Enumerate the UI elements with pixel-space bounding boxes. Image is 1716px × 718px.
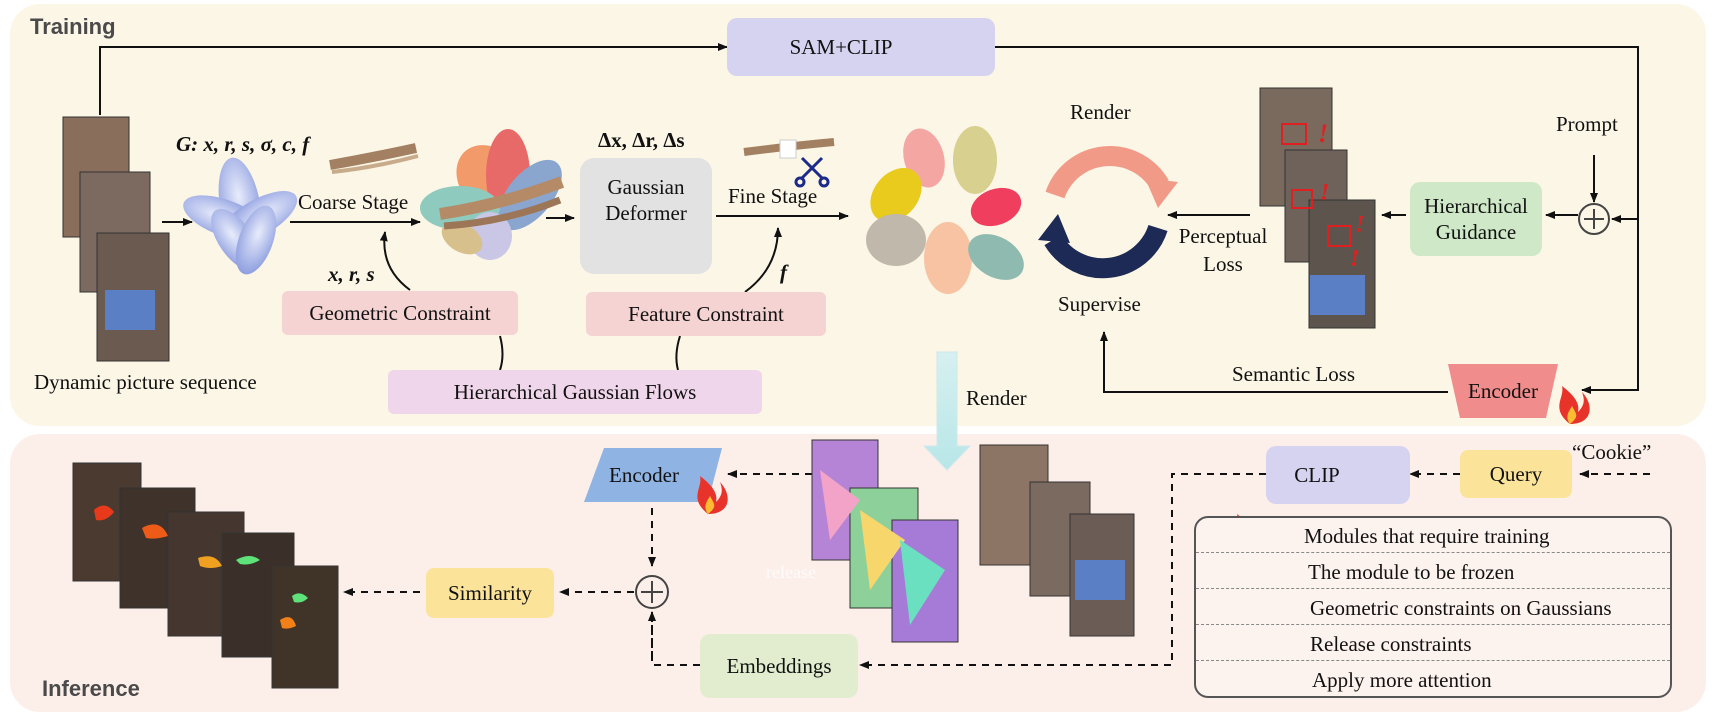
- sam-clip-box: SAM+CLIP: [727, 18, 995, 76]
- legend-row: The module to be frozen: [1196, 554, 1670, 590]
- rendered-gaussians-icon: [866, 126, 1024, 294]
- rendered-image-stack: [979, 444, 1135, 637]
- clip-box: CLIP: [1266, 446, 1410, 504]
- legend-text: The module to be frozen: [1308, 560, 1515, 584]
- geometric-constraint-box: Geometric Constraint: [282, 291, 518, 335]
- render-label: Render: [1070, 100, 1131, 124]
- encoder-infer-label: Encoder: [609, 462, 679, 487]
- encoder-train-box: Encoder: [1468, 378, 1538, 403]
- sam-clip-label: SAM+CLIP: [789, 34, 893, 59]
- plus-node-train: [1578, 203, 1610, 235]
- hierarchical-guidance-box: Hierarchical Guidance: [1410, 182, 1542, 256]
- attention-image-stack: ! ! ! !: [1259, 87, 1376, 329]
- fire-icon: [1559, 386, 1590, 424]
- scissors-icon: [794, 156, 830, 188]
- fine-stage-label: Fine Stage: [728, 184, 818, 208]
- prompt-label: Prompt: [1556, 112, 1618, 136]
- perceptual-loss-label: Perceptual Loss: [1178, 224, 1268, 276]
- gaussian-flower-icon: [183, 157, 298, 275]
- supervise-label: Supervise: [1058, 292, 1141, 316]
- legend-row: Release constraints: [1196, 626, 1670, 662]
- segmentation-output-stack: [72, 462, 339, 689]
- supervise-arc: [1044, 224, 1168, 279]
- delta-label: Δx, Δr, Δs: [598, 128, 685, 152]
- legend: Modules that require training The module…: [1194, 516, 1672, 698]
- gaussian-deformer-box: Gaussian Deformer: [580, 158, 712, 274]
- legend-text: Release constraints: [1310, 632, 1472, 656]
- arrow-seq-to-samclip: [99, 43, 728, 115]
- legend-text: Apply more attention: [1312, 668, 1492, 692]
- constrained-gaussians-icon: [420, 129, 565, 260]
- feature-map-stack: [811, 439, 959, 643]
- legend-row: Apply more attention: [1196, 662, 1670, 698]
- hierarchical-flows-box: Hierarchical Gaussian Flows: [388, 370, 762, 414]
- svg-text:!: !: [1320, 180, 1329, 206]
- svg-text:!: !: [1355, 212, 1364, 238]
- encoder-train-shape: [1448, 364, 1558, 418]
- feature-constraint-box: Feature Constraint: [586, 292, 826, 336]
- render-down-arrow: [922, 351, 972, 471]
- release-overlay-text: release: [766, 562, 816, 582]
- fire-icon: [697, 476, 728, 514]
- inference-title: Inference: [42, 676, 140, 701]
- similarity-box: Similarity: [426, 568, 554, 618]
- coarse-stage-label: Coarse Stage: [298, 190, 409, 214]
- svg-text:!: !: [1350, 246, 1359, 272]
- svg-text:!: !: [1318, 119, 1328, 148]
- legend-text: Geometric constraints on Gaussians: [1310, 596, 1612, 620]
- render-arc: [1045, 146, 1169, 199]
- deformer-label: Gaussian Deformer: [605, 175, 687, 225]
- plus-node-infer: [635, 575, 669, 609]
- training-title: Training: [30, 14, 116, 39]
- rope-icon: [329, 143, 418, 170]
- legend-row: Modules that require training: [1196, 518, 1670, 554]
- embeddings-box: Embeddings: [700, 634, 858, 698]
- gaussian-params-label: G: x, r, s, σ, c, f: [176, 132, 310, 156]
- legend-text: Modules that require training: [1304, 524, 1550, 548]
- encoder-infer-box: Encoder: [584, 448, 722, 502]
- dynamic-sequence-label: Dynamic picture sequence: [34, 370, 257, 394]
- semantic-loss-label: Semantic Loss: [1232, 362, 1356, 386]
- clip-label: CLIP: [1294, 462, 1340, 487]
- cookie-label: “Cookie”: [1572, 440, 1652, 464]
- training-image-stack: [62, 116, 170, 362]
- render-down-label: Render: [966, 386, 1027, 410]
- encoder-infer-shape: [584, 448, 722, 502]
- arrow-semantic: [1100, 331, 1448, 393]
- query-box: Query: [1460, 450, 1572, 498]
- f-label: f: [780, 260, 787, 284]
- xrs-label: x, r, s: [328, 262, 375, 286]
- legend-row: Geometric constraints on Gaussians: [1196, 590, 1670, 626]
